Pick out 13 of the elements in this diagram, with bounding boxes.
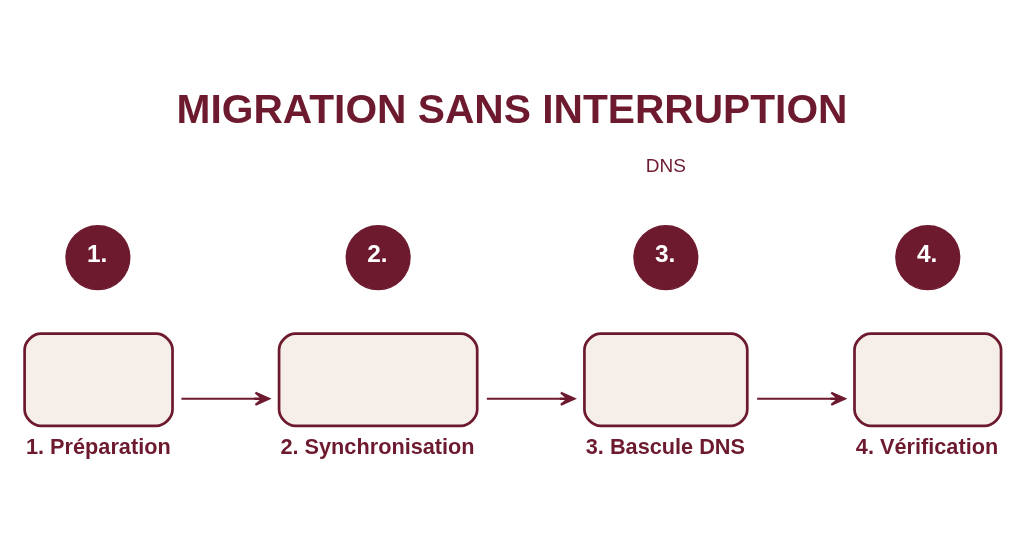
arrow (180, 391, 270, 406)
node-label: 3. Bascule DNS (585, 433, 745, 459)
label: DNS (645, 154, 686, 176)
node-label: 2. Synchronisation (279, 433, 475, 459)
arrow (756, 391, 846, 406)
arrow (486, 391, 575, 406)
node-circle: 4. (894, 224, 960, 290)
node-circle: 2. (345, 224, 411, 290)
node-circle: 1. (64, 224, 130, 290)
diagram-title: MIGRATION SANS INTERRUPTION (176, 85, 847, 132)
node-circle: 3. (632, 224, 698, 290)
node-label: 1. Préparation (25, 433, 171, 459)
node-label: 4. Vérification (855, 433, 998, 459)
